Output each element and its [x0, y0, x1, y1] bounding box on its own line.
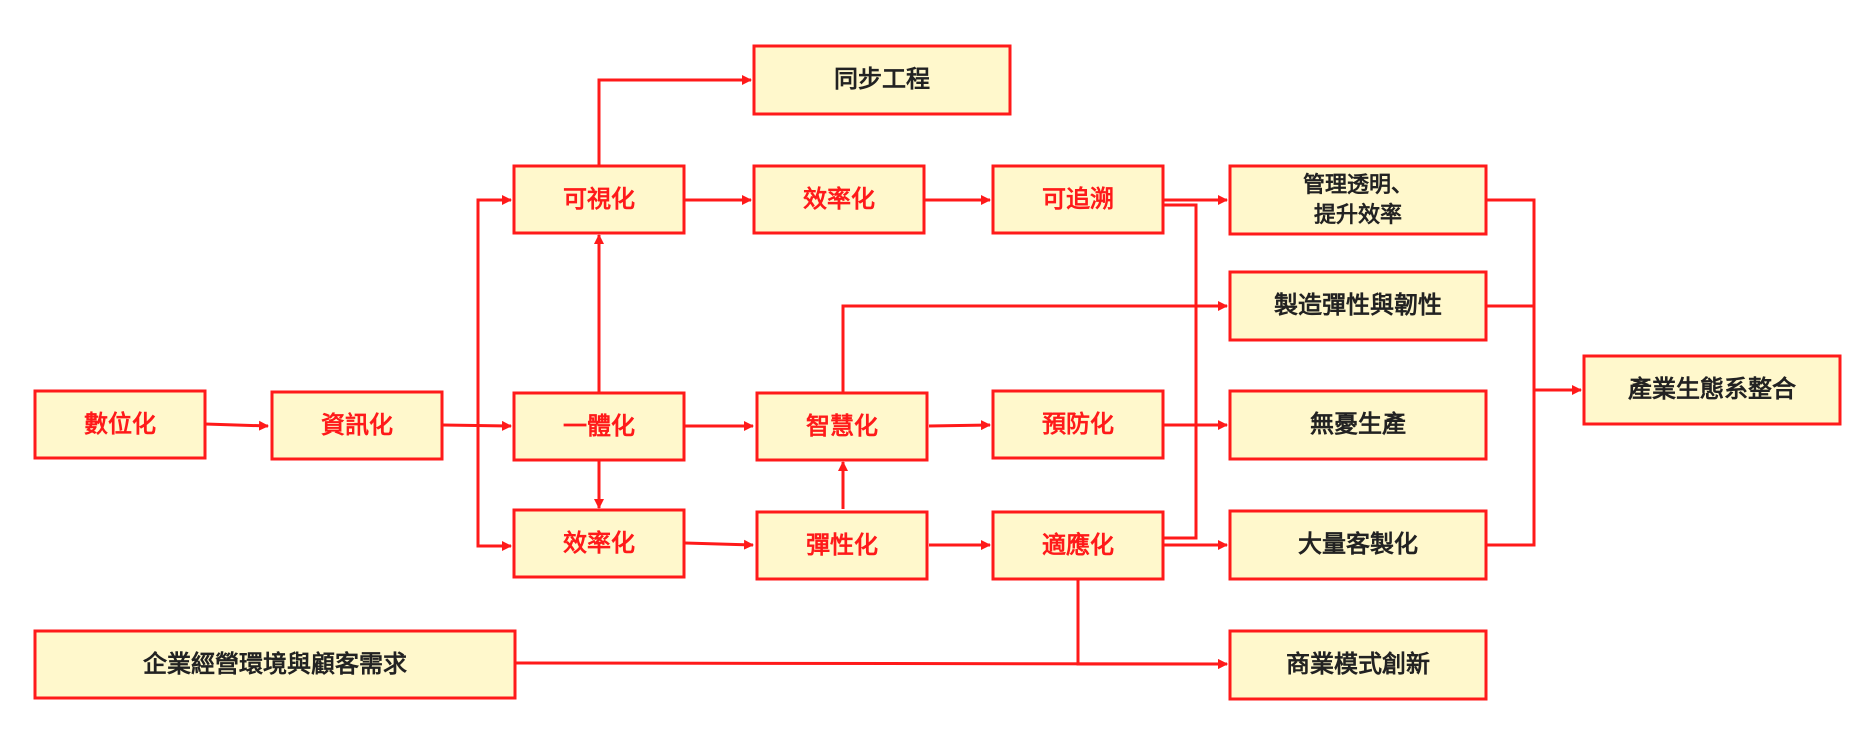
- node-intelligent: 智慧化: [755, 391, 929, 462]
- edge-visualize-concurrent: [597, 75, 752, 165]
- edge-intelligent-preventive: [928, 420, 991, 431]
- node-label: 企業經營環境與顧客需求: [143, 650, 407, 678]
- edge-adaptive-business-model: [1076, 580, 1228, 669]
- node-visualize: 可視化: [512, 164, 686, 235]
- node-traceable: 可追溯: [991, 164, 1165, 235]
- node-digitize: 數位化: [33, 389, 207, 460]
- node-label: 資訊化: [321, 411, 393, 439]
- node-ecosystem: 產業生態系整合: [1582, 354, 1842, 426]
- edge-efficiency-low-flexible: [684, 539, 754, 550]
- edge-digitize-informatize: [204, 420, 269, 431]
- node-label: 產業生態系整合: [1628, 375, 1797, 403]
- node-label: 商業模式創新: [1286, 650, 1430, 678]
- edge-mfg-flex-ecosystem: [1486, 304, 1536, 390]
- node-label: 效率化: [563, 529, 635, 557]
- node-preventive: 預防化: [991, 389, 1165, 460]
- node-label: 無憂生產: [1310, 410, 1406, 438]
- node-label: 適應化: [1042, 531, 1114, 559]
- node-label-line-1: 管理透明、: [1303, 172, 1413, 198]
- node-label: 智慧化: [806, 412, 878, 440]
- node-mgmt-transparency: 管理透明、 提升效率: [1228, 164, 1488, 236]
- node-worry-free: 無憂生產: [1228, 389, 1488, 461]
- node-mass-custom: 大量客製化: [1228, 509, 1488, 581]
- edge-mgmt-ecosystem: [1486, 198, 1582, 395]
- node-adaptive: 適應化: [991, 510, 1165, 581]
- node-label: 可追溯: [1042, 185, 1114, 213]
- node-label: 同步工程: [834, 65, 930, 93]
- node-label: 一體化: [563, 412, 635, 440]
- node-environment: 企業經營環境與顧客需求: [33, 629, 517, 700]
- node-label: 效率化: [803, 185, 875, 213]
- node-label: 數位化: [84, 410, 156, 438]
- node-label: 製造彈性與韌性: [1274, 291, 1442, 319]
- node-label: 大量客製化: [1298, 530, 1418, 558]
- edge-informatize-efficiency-low: [476, 425, 512, 551]
- node-flexible: 彈性化: [755, 510, 929, 581]
- edge-informatize-visualize: [476, 195, 512, 425]
- node-integrate: 一體化: [512, 391, 686, 462]
- node-concurrent-eng: 同步工程: [752, 44, 1012, 116]
- node-label: 彈性化: [806, 531, 878, 559]
- node-mfg-flexibility: 製造彈性與韌性: [1228, 270, 1488, 342]
- node-label: 可視化: [563, 185, 635, 213]
- edge-intelligent-mfg-flex: [841, 301, 1228, 392]
- edge-traceable-adaptive-bridge: [1163, 203, 1198, 540]
- node-efficiency-low: 效率化: [512, 508, 686, 579]
- node-business-model: 商業模式創新: [1228, 629, 1488, 701]
- edges: [204, 75, 1582, 669]
- edge-mass-custom-ecosystem: [1486, 390, 1536, 547]
- edge-environment-business-model: [515, 658, 1228, 669]
- node-label: 預防化: [1042, 410, 1114, 438]
- node-informatize: 資訊化: [270, 390, 444, 461]
- node-efficiency-top: 效率化: [752, 164, 926, 235]
- node-label-line-2: 提升效率: [1314, 202, 1402, 228]
